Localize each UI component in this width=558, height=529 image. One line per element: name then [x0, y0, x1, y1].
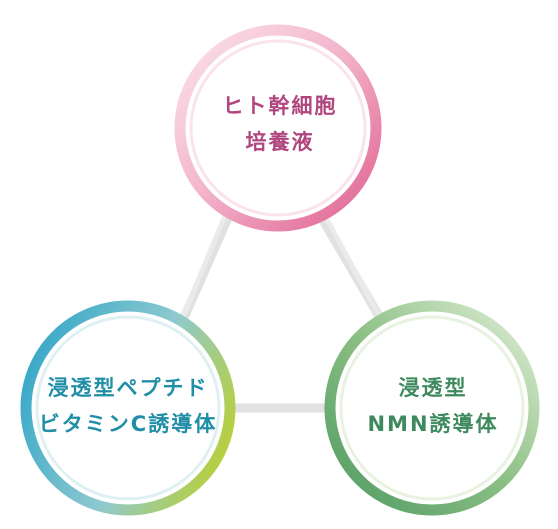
- node-right-line-1: 浸透型: [398, 376, 468, 400]
- node-left-line-2: ビタミンC誘導体: [38, 412, 218, 436]
- node-left-line-1: 浸透型ペプチド: [47, 376, 209, 400]
- node-left-label: 浸透型ペプチド ビタミンC誘導体: [8, 370, 248, 442]
- node-top-line-1: ヒト幹細胞: [222, 94, 338, 118]
- node-top-circle: [174, 24, 382, 232]
- node-right-line-2: NMN誘導体: [367, 412, 499, 436]
- node-left-circle: [20, 300, 236, 516]
- node-right-label: 浸透型 NMN誘導体: [320, 370, 546, 442]
- node-right-circle: [324, 300, 540, 516]
- node-top-label: ヒト幹細胞 培養液: [175, 88, 385, 160]
- node-top-line-2: 培養液: [245, 130, 315, 154]
